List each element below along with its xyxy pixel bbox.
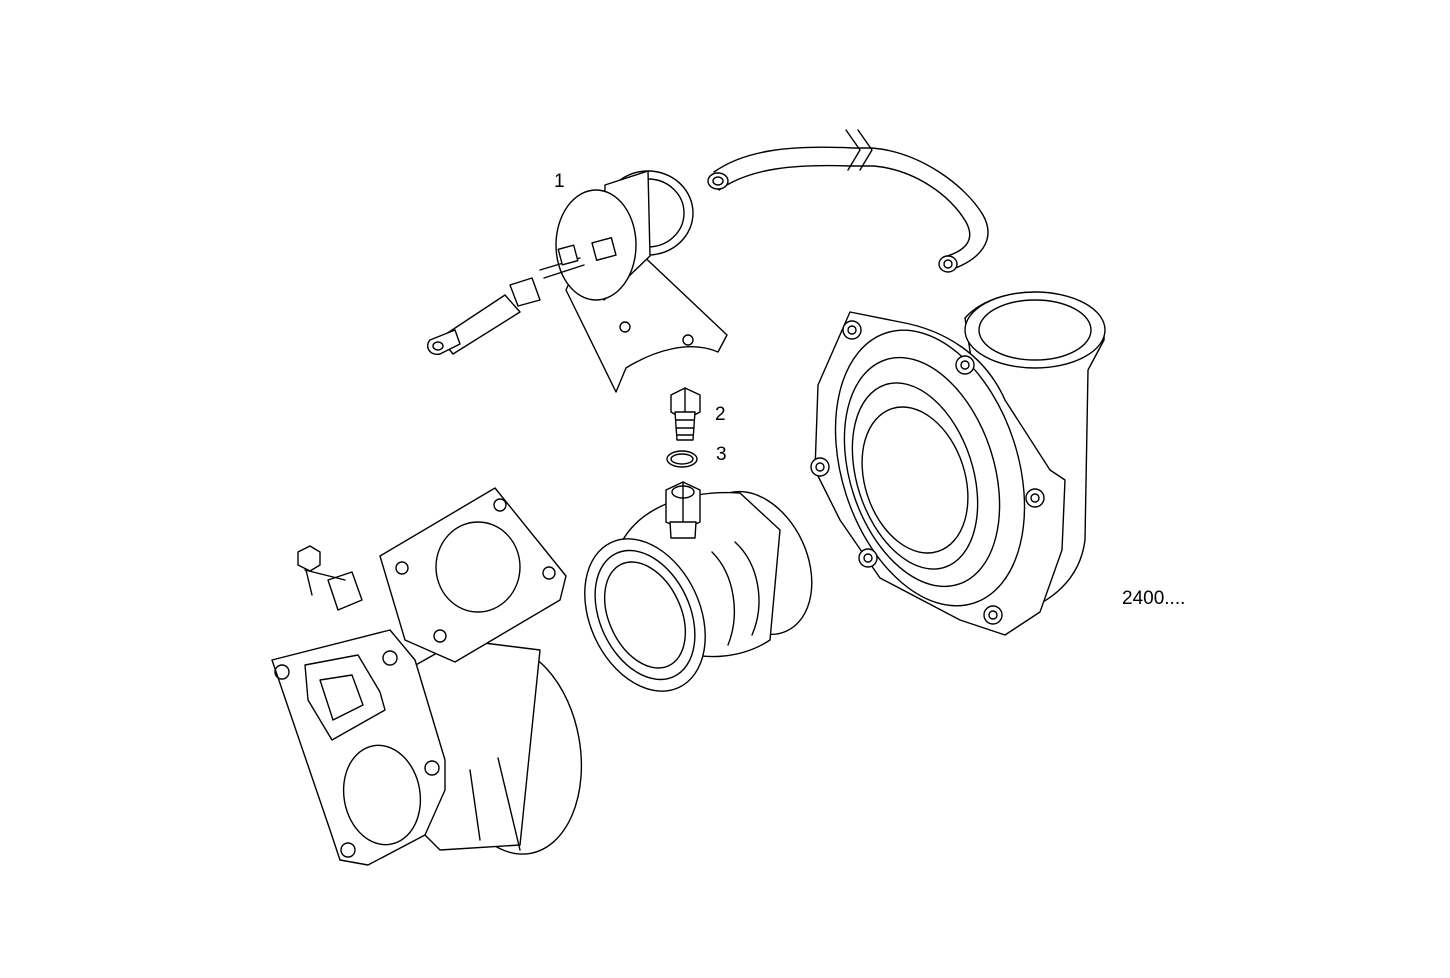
compressor-inlet-housing: [584, 481, 813, 692]
compressor-housing: [810, 291, 1106, 636]
callout-label-2: 2: [715, 404, 726, 425]
reference-code: 2400....: [1122, 588, 1186, 609]
union-fitting: [670, 387, 701, 441]
callout-label-1: 1: [554, 171, 565, 192]
vacuum-hose: [707, 129, 989, 273]
callout-label-3: 3: [716, 444, 727, 465]
sealing-ring: [666, 450, 698, 468]
wastegate-actuator: [427, 170, 728, 393]
turbine-housing: [271, 487, 583, 866]
